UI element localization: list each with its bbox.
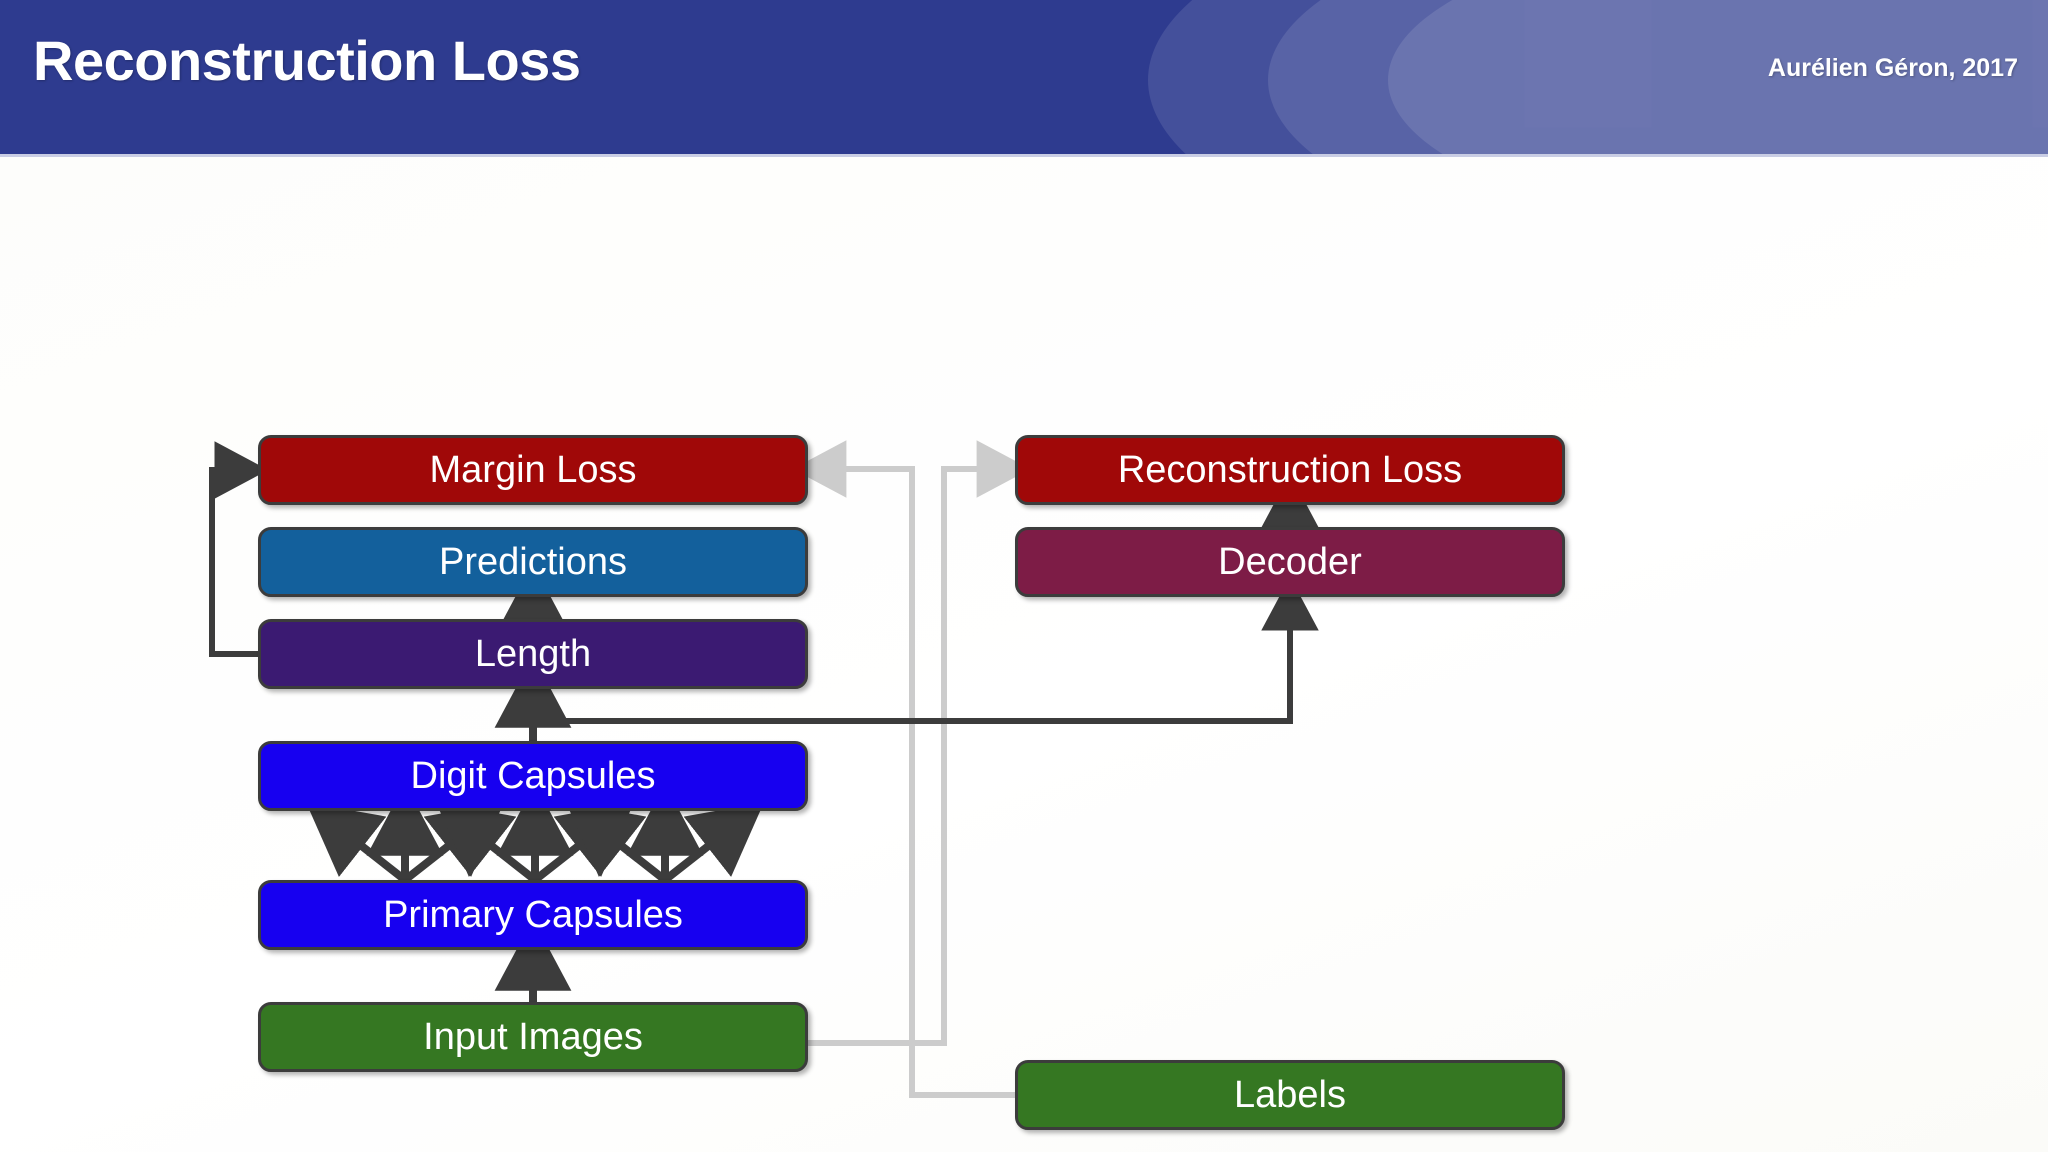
node-label: Input Images xyxy=(423,1015,643,1058)
node-reconstruction-loss[interactable]: Reconstruction Loss xyxy=(1015,435,1565,505)
node-label: Length xyxy=(474,632,592,675)
node-primary-capsules[interactable]: Primary Capsules xyxy=(258,880,808,950)
node-input-images[interactable]: Input Images xyxy=(258,1002,808,1072)
node-label: Margin Loss xyxy=(429,448,637,491)
node-margin-loss[interactable]: Margin Loss xyxy=(258,435,808,505)
node-labels[interactable]: Labels xyxy=(1015,1060,1565,1130)
edge-labels-to-margin-loss xyxy=(792,440,1015,1098)
node-length[interactable]: Length xyxy=(258,619,808,689)
edge-digit-capsules-to-decoder xyxy=(530,576,1319,741)
node-decoder[interactable]: Decoder xyxy=(1015,527,1565,597)
edge-length-to-margin-loss xyxy=(209,441,269,657)
slide-header: Reconstruction Loss Aurélien Géron, 2017 xyxy=(0,0,2048,154)
node-label: Digit Capsules xyxy=(410,754,656,797)
node-digit-capsules[interactable]: Digit Capsules xyxy=(258,741,808,811)
node-label: Predictions xyxy=(439,540,627,583)
header-divider xyxy=(0,154,2048,157)
node-label: Labels xyxy=(1234,1073,1346,1116)
attribution: Aurélien Géron, 2017 xyxy=(1767,54,2018,82)
node-label: Primary Capsules xyxy=(383,893,683,936)
node-predictions[interactable]: Predictions xyxy=(258,527,808,597)
edge-fan-primary-to-digit-capsules xyxy=(306,783,764,884)
diagram-canvas: Margin Loss Predictions Length Digit Cap… xyxy=(0,157,2048,1152)
page-title: Reconstruction Loss xyxy=(33,29,581,92)
node-label: Decoder xyxy=(1218,540,1362,583)
connector-layer xyxy=(209,440,1329,1098)
node-label: Reconstruction Loss xyxy=(1117,448,1463,491)
